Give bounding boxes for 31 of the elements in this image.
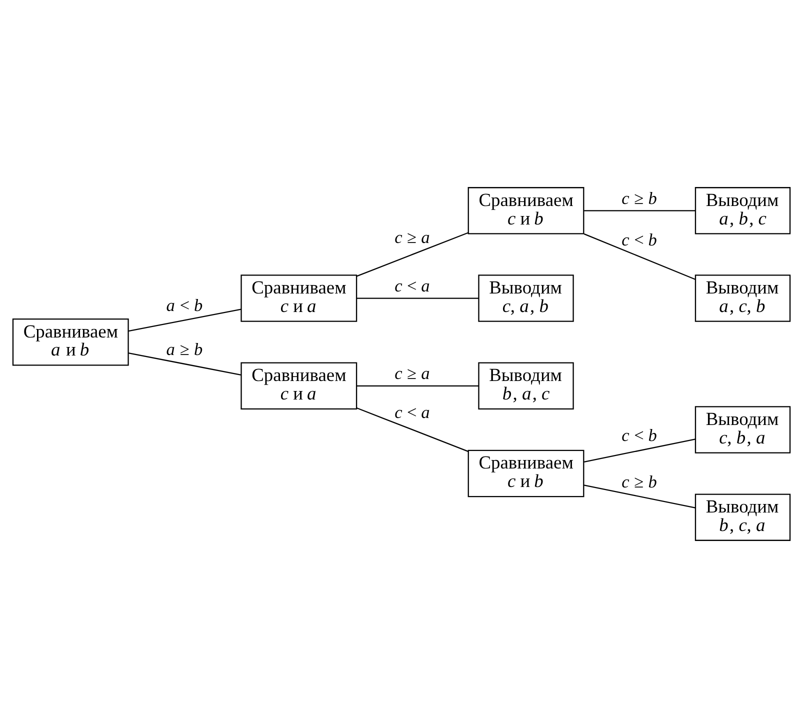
node-box: Выводим b, a, c — [478, 362, 574, 410]
node-box: Выводим a, b, c — [694, 186, 791, 234]
node-box: Выводим b, c, a — [694, 493, 791, 540]
connector — [128, 352, 242, 375]
node-box: Сравниваем c и a — [240, 274, 358, 322]
connector — [584, 210, 696, 211]
connector — [356, 406, 468, 452]
connector — [128, 308, 242, 332]
edge-label: c < b — [622, 426, 657, 445]
node-box: Выводим c, a, b — [478, 274, 574, 322]
edge-label: c ≥ b — [622, 188, 657, 208]
node-box: Сравниваем c и b — [468, 449, 584, 497]
node-box: Сравниваем c и b — [468, 186, 584, 234]
node-box: Сравниваем a и b — [12, 318, 129, 366]
edge-label: a ≥ b — [166, 339, 203, 358]
connector — [356, 384, 479, 386]
node-box: Выводим c, b, a — [694, 406, 791, 453]
node-box: Выводим a, c, b — [694, 274, 791, 322]
connector — [584, 438, 696, 462]
edge-label: c ≥ a — [394, 363, 430, 382]
edge-label: c < b — [622, 230, 657, 249]
connector — [584, 232, 696, 280]
edge-label: a < b — [166, 295, 203, 314]
edge-label: c ≥ b — [622, 472, 657, 491]
connector — [584, 484, 696, 508]
edge-label: c < a — [394, 402, 430, 422]
connector — [356, 232, 468, 276]
edge-label: c < a — [394, 276, 430, 295]
node-box: Сравниваем c и a — [240, 362, 358, 410]
edge-label: c ≥ a — [394, 227, 430, 246]
connector — [356, 297, 479, 298]
